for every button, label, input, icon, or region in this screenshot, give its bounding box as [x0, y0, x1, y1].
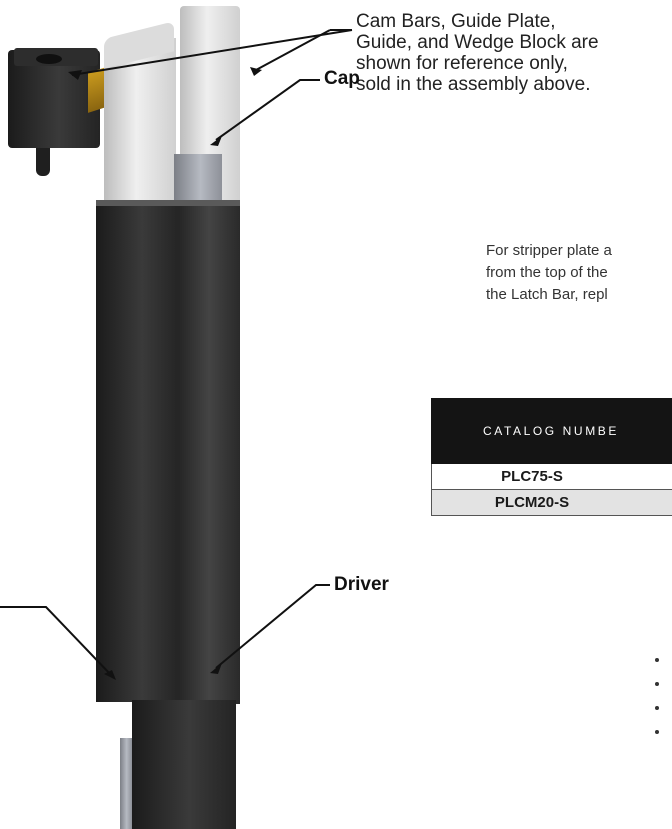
wedge-block — [8, 50, 100, 148]
paragraph-line-1: For stripper plate a — [486, 242, 612, 259]
table-row: PLC75-S — [431, 464, 672, 490]
stripper-plate-paragraph: For stripper plate a from the top of the… — [486, 240, 612, 306]
reference-note: Cam Bars, Guide Plate, Guide, and Wedge … — [356, 11, 599, 95]
wedge-screw-head — [36, 54, 62, 64]
body-top-edge — [96, 200, 240, 206]
bullet-dot — [655, 730, 659, 734]
reference-note-line-4: sold in the assembly above. — [356, 74, 591, 95]
driver-part — [132, 700, 236, 829]
latch-body-left — [96, 204, 180, 702]
latch-bar-strip — [120, 738, 132, 829]
paragraph-line-3: the Latch Bar, repl — [486, 286, 608, 303]
catalog-table: catalog numbe PLC75-S PLCM20-S — [431, 398, 672, 516]
paragraph-line-2: from the top of the — [486, 264, 608, 281]
catalog-number-header: catalog numbe — [482, 424, 620, 438]
bullet-dot — [655, 658, 659, 662]
latch-body-right — [178, 204, 240, 704]
catalog-table-header: catalog numbe — [431, 398, 672, 464]
bullet-dot — [655, 706, 659, 710]
cap-label: Cap — [324, 68, 360, 89]
reference-note-line-2: Guide, and Wedge Block are — [356, 32, 599, 53]
reference-note-line-3: shown for reference only, — [356, 53, 568, 74]
guide-plate-left — [104, 38, 176, 206]
cap-part — [174, 154, 222, 204]
catalog-number-cell: PLC75-S — [501, 468, 563, 485]
bullet-list — [655, 658, 667, 754]
table-row: PLCM20-S — [431, 490, 672, 516]
product-illustration — [8, 6, 240, 829]
reference-note-line-1: Cam Bars, Guide Plate, — [356, 11, 556, 32]
bullet-dot — [655, 682, 659, 686]
wedge-pin — [36, 148, 50, 176]
catalog-number-cell: PLCM20-S — [494, 494, 570, 511]
driver-label: Driver — [334, 574, 389, 595]
